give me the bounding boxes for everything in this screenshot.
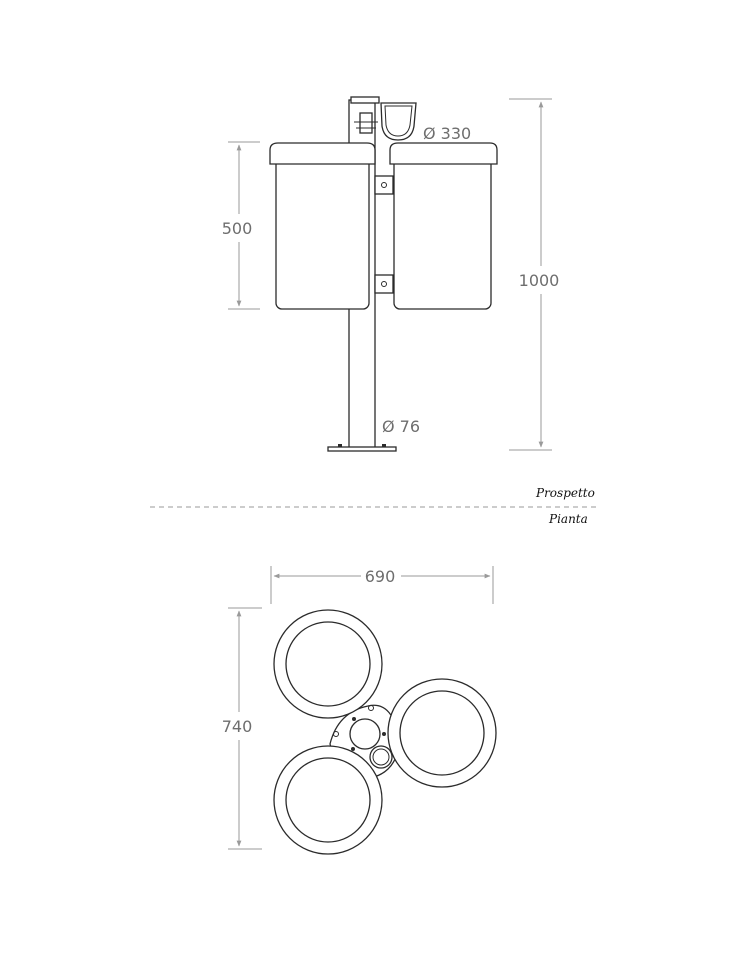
elevation-view-label: Prospetto [536, 486, 595, 500]
ashtray [380, 102, 417, 141]
dim-plan-depth-label: 740 [222, 717, 253, 736]
dim-plan-width-label: 690 [365, 567, 396, 586]
plan-view-label: Pianta [549, 512, 588, 526]
bracket [359, 112, 373, 134]
plan-view: 690 740 [222, 566, 497, 855]
dim-bin-diameter-label: Ø 330 [423, 124, 471, 143]
connector-upper [374, 175, 394, 195]
bin-plan-bottom-left-inner [285, 757, 371, 843]
dim-pole-diameter-label: Ø 76 [382, 417, 420, 436]
connector-lower [374, 274, 394, 294]
dim-height-label: 1000 [519, 271, 560, 290]
bin-plan-right-inner [399, 690, 485, 776]
pole-section [349, 718, 381, 750]
base-plate [327, 446, 397, 452]
dim-width-label: 500 [222, 219, 253, 238]
bin-right-body [393, 154, 492, 310]
bin-right-lid [389, 142, 498, 165]
bin-plan-top-left-inner [285, 621, 371, 707]
bin-left-lid [269, 142, 376, 165]
elevation-view: 500 1000 Ø 330 Ø 76 [222, 96, 560, 452]
bin-left-body [275, 154, 370, 310]
pole-cap [350, 96, 380, 104]
